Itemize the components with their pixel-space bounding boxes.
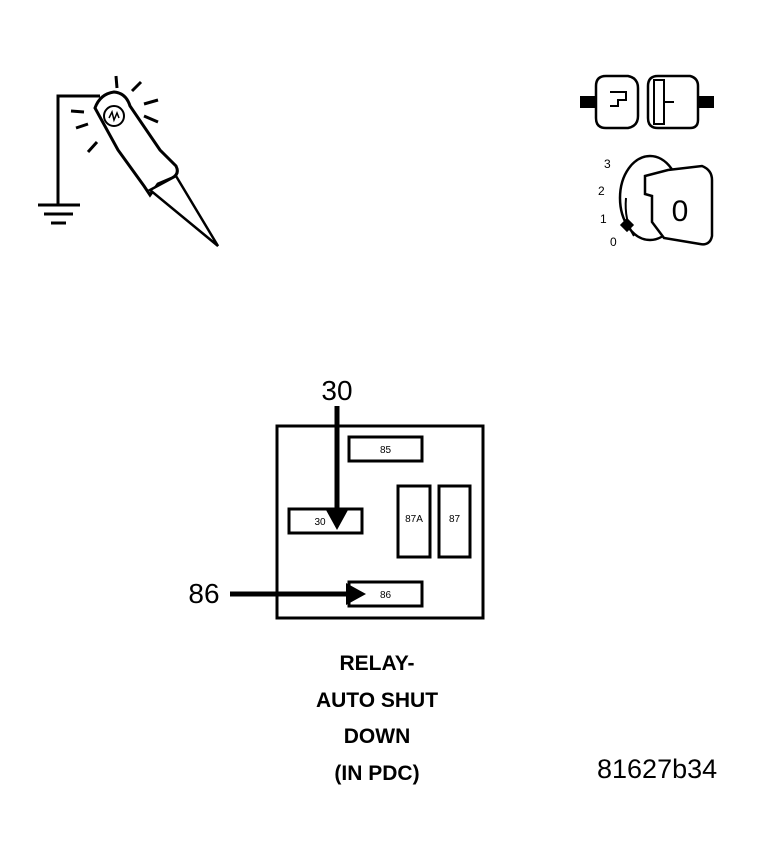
pin-87 [437,484,472,559]
ignition-position-2: 2 [598,184,605,198]
pin-85-label: 85 [380,445,392,456]
callout-86-arrowhead [346,583,366,605]
callout-30-arrowhead [326,510,348,530]
relay-caption: RELAY- AUTO SHUT DOWN (IN PDC) [277,646,477,792]
pin-30-label: 30 [314,517,326,528]
connector-disconnected-icon [580,74,714,130]
pin-85 [347,435,424,463]
pin-86-label: 86 [380,590,392,601]
ignition-position-1: 1 [600,212,607,226]
caption-line-4: (IN PDC) [334,761,420,785]
callout-30-label: 30 [321,375,352,406]
ignition-position-3: 3 [604,157,611,171]
ignition-position-0: 0 [610,235,617,249]
pin-87a-label: 87A [405,514,423,525]
caption-line-1: RELAY- [339,652,415,675]
relay-diagram: 85 30 87A 87 86 30 86 [188,375,485,620]
caption-line-2: AUTO SHUT [315,688,439,712]
caption-line-3: DOWN [343,725,411,748]
pin-87a [396,484,432,559]
test-light-icon [38,75,220,247]
figure-id: 81627b34 [597,754,718,784]
callout-86-label: 86 [188,578,219,609]
ignition-key-icon: 0 3 2 1 0 [598,154,714,249]
pin-87-label: 87 [449,514,461,525]
key-setting-label: 0 [672,195,689,228]
pin-30 [287,507,364,535]
